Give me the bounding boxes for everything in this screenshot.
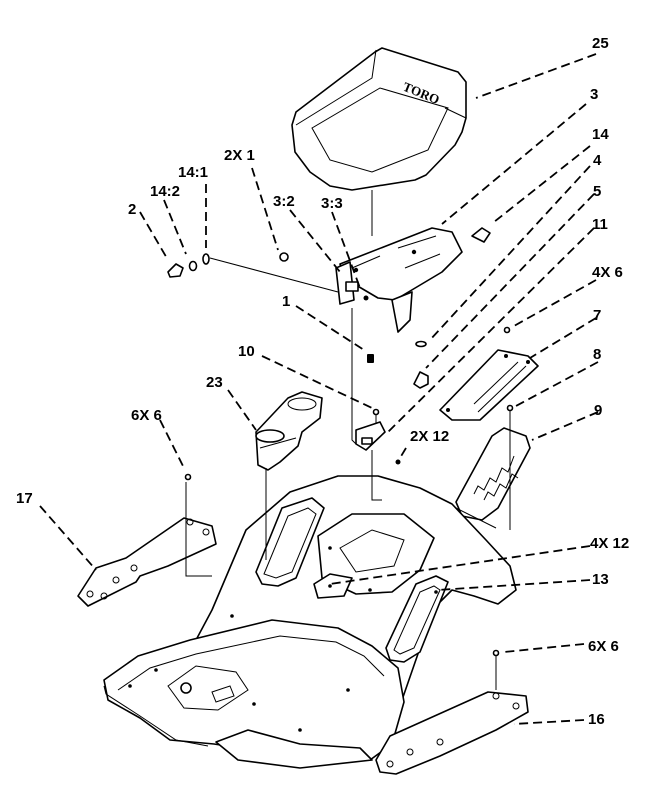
callout-14: 14 <box>592 126 609 143</box>
callout-3-2: 3:2 <box>273 193 295 210</box>
callout-leaders <box>39 53 599 725</box>
callout-2x12: 2X 12 <box>410 428 449 445</box>
callout-3-3: 3:3 <box>321 195 343 212</box>
callout-3: 3 <box>590 86 598 103</box>
callout-23: 23 <box>206 374 223 391</box>
callout-labels: 25 3 14 4 5 11 4X 6 7 8 9 2X 1 14:1 14:2… <box>16 35 629 728</box>
callout-7: 7 <box>593 307 601 324</box>
callout-17: 17 <box>16 490 33 507</box>
callout-4x12: 4X 12 <box>590 535 629 552</box>
callout-2x1: 2X 1 <box>224 147 255 164</box>
seat-hardware <box>167 227 514 657</box>
bracket-part-16 <box>375 691 529 775</box>
callout-14-2: 14:2 <box>150 183 180 200</box>
assembly-guide-lines <box>185 257 511 690</box>
callout-5: 5 <box>593 183 601 200</box>
bracket-part-17 <box>77 517 217 607</box>
callout-9: 9 <box>594 402 602 419</box>
callout-13: 13 <box>592 571 609 588</box>
fender-deck-assembly <box>103 475 517 769</box>
callout-11: 11 <box>592 216 608 233</box>
cover-part-9 <box>455 427 531 521</box>
plate-part-7 <box>439 349 539 421</box>
seat-mounting-plate-part-3 <box>335 227 463 333</box>
callout-1: 1 <box>282 293 290 310</box>
callout-10: 10 <box>238 343 255 360</box>
latch-part-10 <box>355 421 386 451</box>
seat-part-25: TORO <box>291 47 467 191</box>
callout-8: 8 <box>593 346 601 363</box>
callout-14-1: 14:1 <box>178 164 208 181</box>
callout-4x6: 4X 6 <box>592 264 623 281</box>
callout-16: 16 <box>588 711 605 728</box>
callout-2: 2 <box>128 201 136 218</box>
cup-holder-part-23 <box>255 391 323 471</box>
callout-6x6-left: 6X 6 <box>131 407 162 424</box>
callout-4: 4 <box>593 152 602 169</box>
callout-25: 25 <box>592 35 609 52</box>
callout-6x6-right: 6X 6 <box>588 638 619 655</box>
